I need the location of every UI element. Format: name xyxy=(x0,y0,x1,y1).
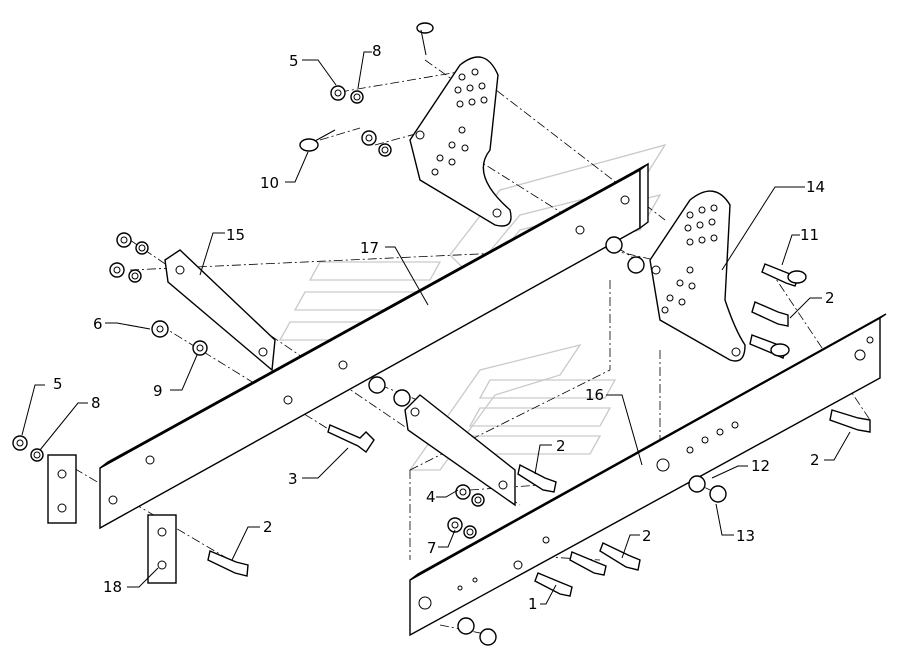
callout-12: 12 xyxy=(751,457,770,475)
bracket-plate-14 xyxy=(649,190,746,362)
leader-lines xyxy=(21,51,851,605)
callout-13: 13 xyxy=(736,527,755,545)
callout-8-top: 8 xyxy=(372,42,382,60)
beam-16 xyxy=(409,313,887,637)
bracket-plate-upper xyxy=(409,56,512,227)
callout-17: 17 xyxy=(360,239,379,257)
callout-7: 7 xyxy=(427,539,437,557)
callout-14: 14 xyxy=(806,178,825,196)
callout-9: 9 xyxy=(153,382,163,400)
callout-10: 10 xyxy=(260,174,279,192)
callout-4: 4 xyxy=(426,488,436,506)
callout-15: 15 xyxy=(226,226,245,244)
callout-5-left: 5 xyxy=(53,375,63,393)
callout-8-left: 8 xyxy=(91,394,101,412)
callout-16: 16 xyxy=(585,386,604,404)
callout-2-lower-right: 2 xyxy=(642,527,652,545)
callout-2-right-upper: 2 xyxy=(825,289,835,307)
callout-11: 11 xyxy=(800,226,819,244)
plate-18-b xyxy=(147,514,177,584)
pins xyxy=(299,22,807,357)
hardware-nuts-washers xyxy=(12,85,727,646)
plate-18-a xyxy=(47,454,77,524)
beam-17 xyxy=(99,162,649,530)
callout-1: 1 xyxy=(528,595,538,613)
callout-labels: 5 8 10 14 11 2 15 17 6 9 5 8 16 2 2 12 3… xyxy=(53,42,835,613)
callout-2-center: 2 xyxy=(556,437,566,455)
callout-18: 18 xyxy=(103,578,122,596)
callout-5-top: 5 xyxy=(289,52,299,70)
callout-2-lower-left: 2 xyxy=(263,518,273,536)
strap-15 xyxy=(164,249,276,372)
callout-2-right-lower: 2 xyxy=(810,451,820,469)
callout-3: 3 xyxy=(288,470,298,488)
strap-lower xyxy=(404,394,516,507)
callout-6: 6 xyxy=(93,315,103,333)
